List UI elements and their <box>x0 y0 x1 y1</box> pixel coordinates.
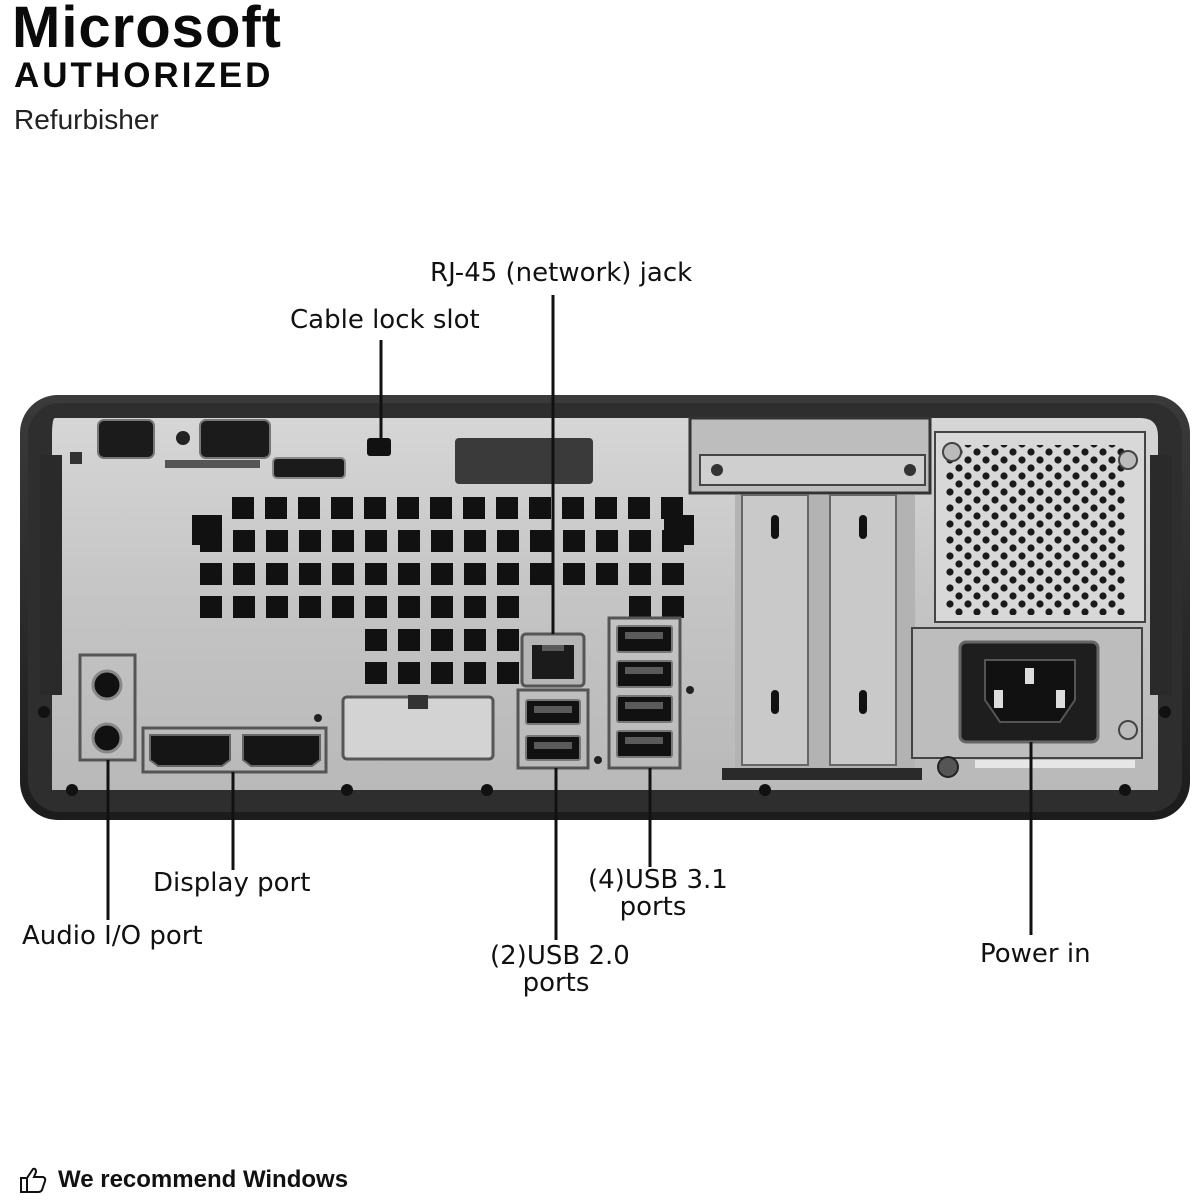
vent-hole <box>365 596 387 618</box>
vent-hole <box>365 629 387 651</box>
vent-hole <box>332 530 354 552</box>
vent-hole <box>662 563 684 585</box>
vent-hole <box>431 629 453 651</box>
vent-hole <box>331 497 353 519</box>
vent-hole <box>629 563 651 585</box>
vent-hole <box>265 497 287 519</box>
vent-hole <box>464 629 486 651</box>
vent-hole <box>628 497 650 519</box>
vent-hole <box>200 596 222 618</box>
vent-hole <box>430 497 452 519</box>
vent-hole <box>464 530 486 552</box>
vent-hole <box>497 629 519 651</box>
vent-hole <box>464 563 486 585</box>
vent-hole <box>530 530 552 552</box>
label-display-port: Display port <box>153 870 310 897</box>
rear-label-plate <box>455 438 593 484</box>
vent-hole <box>398 629 420 651</box>
label-power-in: Power in <box>980 941 1091 968</box>
vent-hole <box>365 563 387 585</box>
vent-hole <box>497 563 519 585</box>
label-usb20-line1: (2)USB 2.0 <box>490 943 622 970</box>
label-usb20: (2)USB 2.0 ports <box>490 943 622 997</box>
vent-hole <box>233 530 255 552</box>
vent-hole <box>232 497 254 519</box>
vent-hole <box>398 563 420 585</box>
vent-hole <box>464 596 486 618</box>
vent-hole <box>496 497 518 519</box>
vent-hole <box>563 563 585 585</box>
label-usb31: (4)USB 3.1 ports <box>588 867 718 921</box>
vent-hole <box>497 530 519 552</box>
power-inlet <box>912 628 1142 777</box>
vent-hole <box>497 596 519 618</box>
label-usb20-line2: ports <box>490 970 622 997</box>
vent-hole <box>596 563 618 585</box>
footer-text: We recommend Windows <box>58 1166 348 1194</box>
vent-hole <box>562 497 584 519</box>
vent-hole <box>497 662 519 684</box>
vent-clip <box>664 515 694 545</box>
thumbs-up-icon <box>18 1166 48 1194</box>
vent-hole <box>530 563 552 585</box>
psu-fan-grille <box>935 432 1145 622</box>
vent-hole <box>397 497 419 519</box>
vent-hole <box>463 497 485 519</box>
vent-hole <box>332 596 354 618</box>
vent-hole <box>431 596 453 618</box>
label-rj45: RJ-45 (network) jack <box>430 260 692 287</box>
vent-hole <box>596 530 618 552</box>
vent-hole <box>629 596 651 618</box>
rj45-jack <box>522 634 584 686</box>
vent-hole <box>266 596 288 618</box>
label-audio-io: Audio I/O port <box>22 923 203 950</box>
footer: We recommend Windows <box>18 1166 348 1194</box>
plate-tab <box>408 695 428 709</box>
vent-hole <box>332 563 354 585</box>
vent-hole <box>398 596 420 618</box>
vent-hole <box>595 497 617 519</box>
cable-lock-slot <box>367 438 391 456</box>
vent-clip <box>192 515 222 545</box>
vent-hole <box>200 563 222 585</box>
vent-hole <box>299 530 321 552</box>
label-usb31-line1: (4)USB 3.1 <box>588 867 718 894</box>
vent-hole <box>233 563 255 585</box>
vent-hole <box>629 530 651 552</box>
vent-hole <box>365 530 387 552</box>
vent-hole <box>266 563 288 585</box>
vent-hole <box>266 530 288 552</box>
label-cable-lock: Cable lock slot <box>290 307 480 334</box>
vent-hole <box>233 596 255 618</box>
vent-hole <box>364 497 386 519</box>
vent-hole <box>431 530 453 552</box>
label-usb31-line2: ports <box>588 894 718 921</box>
vent-hole <box>529 497 551 519</box>
vent-hole <box>398 662 420 684</box>
vent-hole <box>299 563 321 585</box>
vent-hole <box>298 497 320 519</box>
vent-hole <box>431 662 453 684</box>
vent-hole <box>464 662 486 684</box>
vent-hole <box>431 563 453 585</box>
vent-hole <box>662 596 684 618</box>
vent-hole <box>299 596 321 618</box>
vent-hole <box>398 530 420 552</box>
vent-hole <box>563 530 585 552</box>
vent-hole <box>365 662 387 684</box>
